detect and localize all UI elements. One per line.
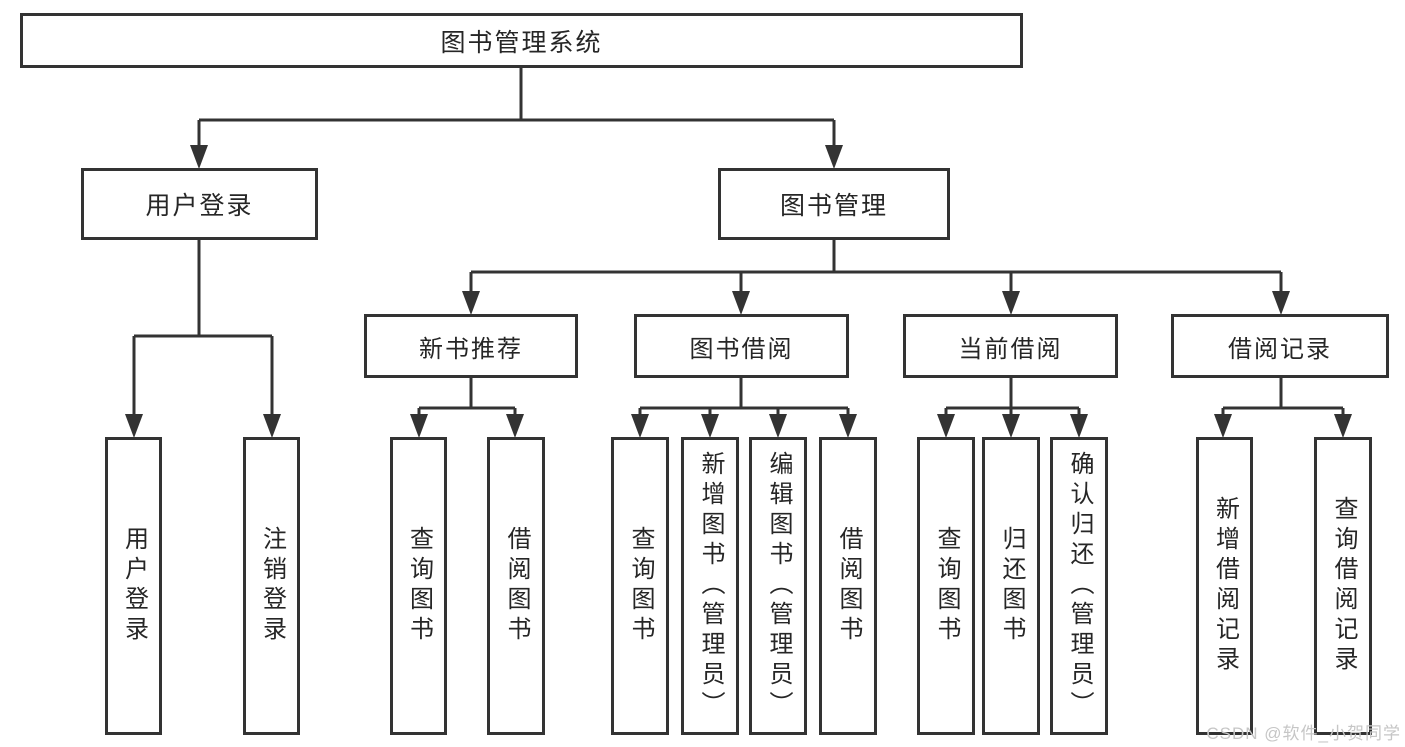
- node-leaf-user-login: 用户登录: [105, 437, 162, 735]
- node-leaf-query-books-2: 查询图书: [611, 437, 669, 735]
- node-new-book-recommend: 新书推荐: [364, 314, 578, 378]
- node-leaf-confirm-return-admin: 确认归还（管理员）: [1050, 437, 1108, 735]
- node-leaf-logout: 注销登录: [243, 437, 300, 735]
- node-user-login: 用户登录: [81, 168, 318, 240]
- node-leaf-edit-books-admin: 编辑图书（管理员）: [749, 437, 807, 735]
- node-book-management: 图书管理: [718, 168, 950, 240]
- node-leaf-query-borrow-record: 查询借阅记录: [1314, 437, 1372, 735]
- node-leaf-query-books-1: 查询图书: [390, 437, 447, 735]
- node-leaf-add-borrow-record: 新增借阅记录: [1196, 437, 1253, 735]
- node-current-borrow: 当前借阅: [903, 314, 1118, 378]
- node-leaf-borrow-books-1: 借阅图书: [487, 437, 545, 735]
- node-leaf-borrow-books-2: 借阅图书: [819, 437, 877, 735]
- node-leaf-query-books-3: 查询图书: [917, 437, 975, 735]
- node-borrow-record: 借阅记录: [1171, 314, 1389, 378]
- node-root: 图书管理系统: [20, 13, 1023, 68]
- node-leaf-add-books-admin: 新增图书（管理员）: [681, 437, 739, 735]
- csdn-watermark: CSDN @软件_小贺同学: [1206, 724, 1401, 743]
- node-book-borrow: 图书借阅: [634, 314, 849, 378]
- node-leaf-return-books: 归还图书: [982, 437, 1040, 735]
